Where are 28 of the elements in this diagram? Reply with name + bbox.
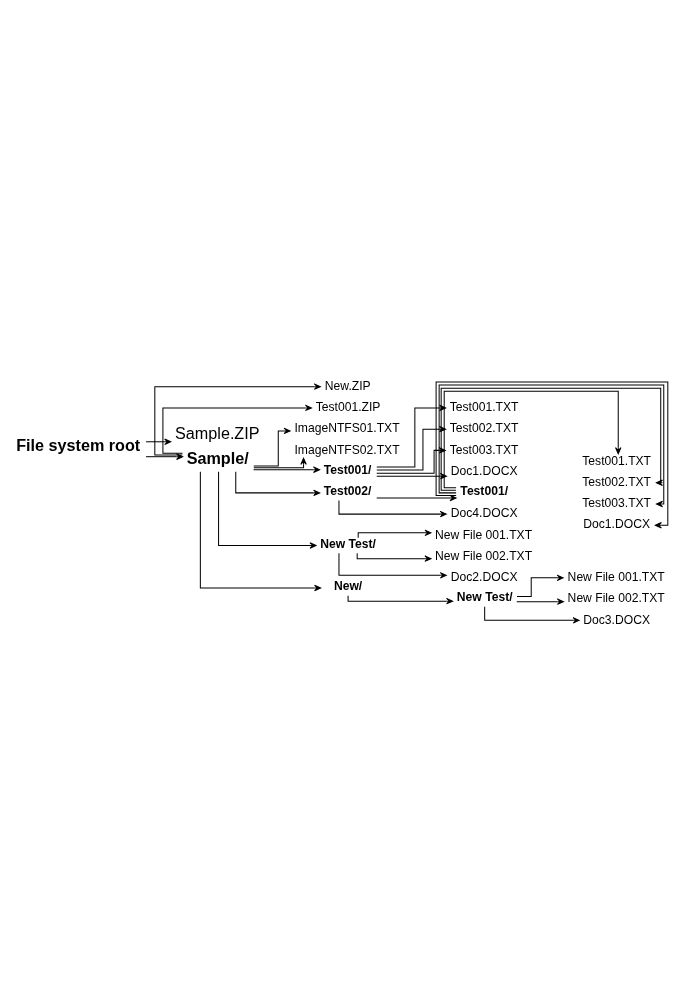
node-text: Test001.TXT (582, 453, 652, 468)
node-text: Test002.TXT (582, 474, 652, 489)
node-text: New File 002.TXT (435, 548, 533, 563)
node-text: Test001/ (460, 484, 509, 498)
node-text: New Test/ (320, 536, 376, 551)
node-text: New File 001.TXT (567, 570, 665, 584)
node-text: Sample.ZIP (175, 424, 260, 443)
node-text: Test001.TXT (449, 400, 519, 415)
node-text: Test003.TXT (582, 496, 652, 511)
node-text: Test001/ (323, 462, 372, 477)
node-text: New Test/ (456, 590, 513, 605)
node-text: New File 002.TXT (567, 591, 665, 606)
node-text: New/ (333, 579, 363, 594)
node-text: New.ZIP (324, 378, 371, 393)
node-text: Doc1.DOCX (450, 463, 518, 478)
node-text: Test001.ZIP (315, 400, 381, 415)
node-text: Doc3.DOCX (583, 612, 651, 627)
node-text: Test003.TXT (449, 442, 519, 457)
node-text: Test002.TXT (449, 421, 519, 436)
node-text: Test002/ (323, 484, 372, 498)
node-text: Doc4.DOCX (450, 506, 518, 521)
node-text: New File 001.TXT (435, 527, 533, 542)
node-text: Sample/ (186, 449, 249, 468)
node-text: ImageNTFS01.TXT (294, 421, 400, 436)
node-text: Doc2.DOCX (450, 570, 518, 584)
node-text: ImageNTFS02.TXT (294, 442, 400, 457)
node-text: Doc1.DOCX (583, 517, 651, 532)
node-text: File system root (16, 436, 141, 455)
